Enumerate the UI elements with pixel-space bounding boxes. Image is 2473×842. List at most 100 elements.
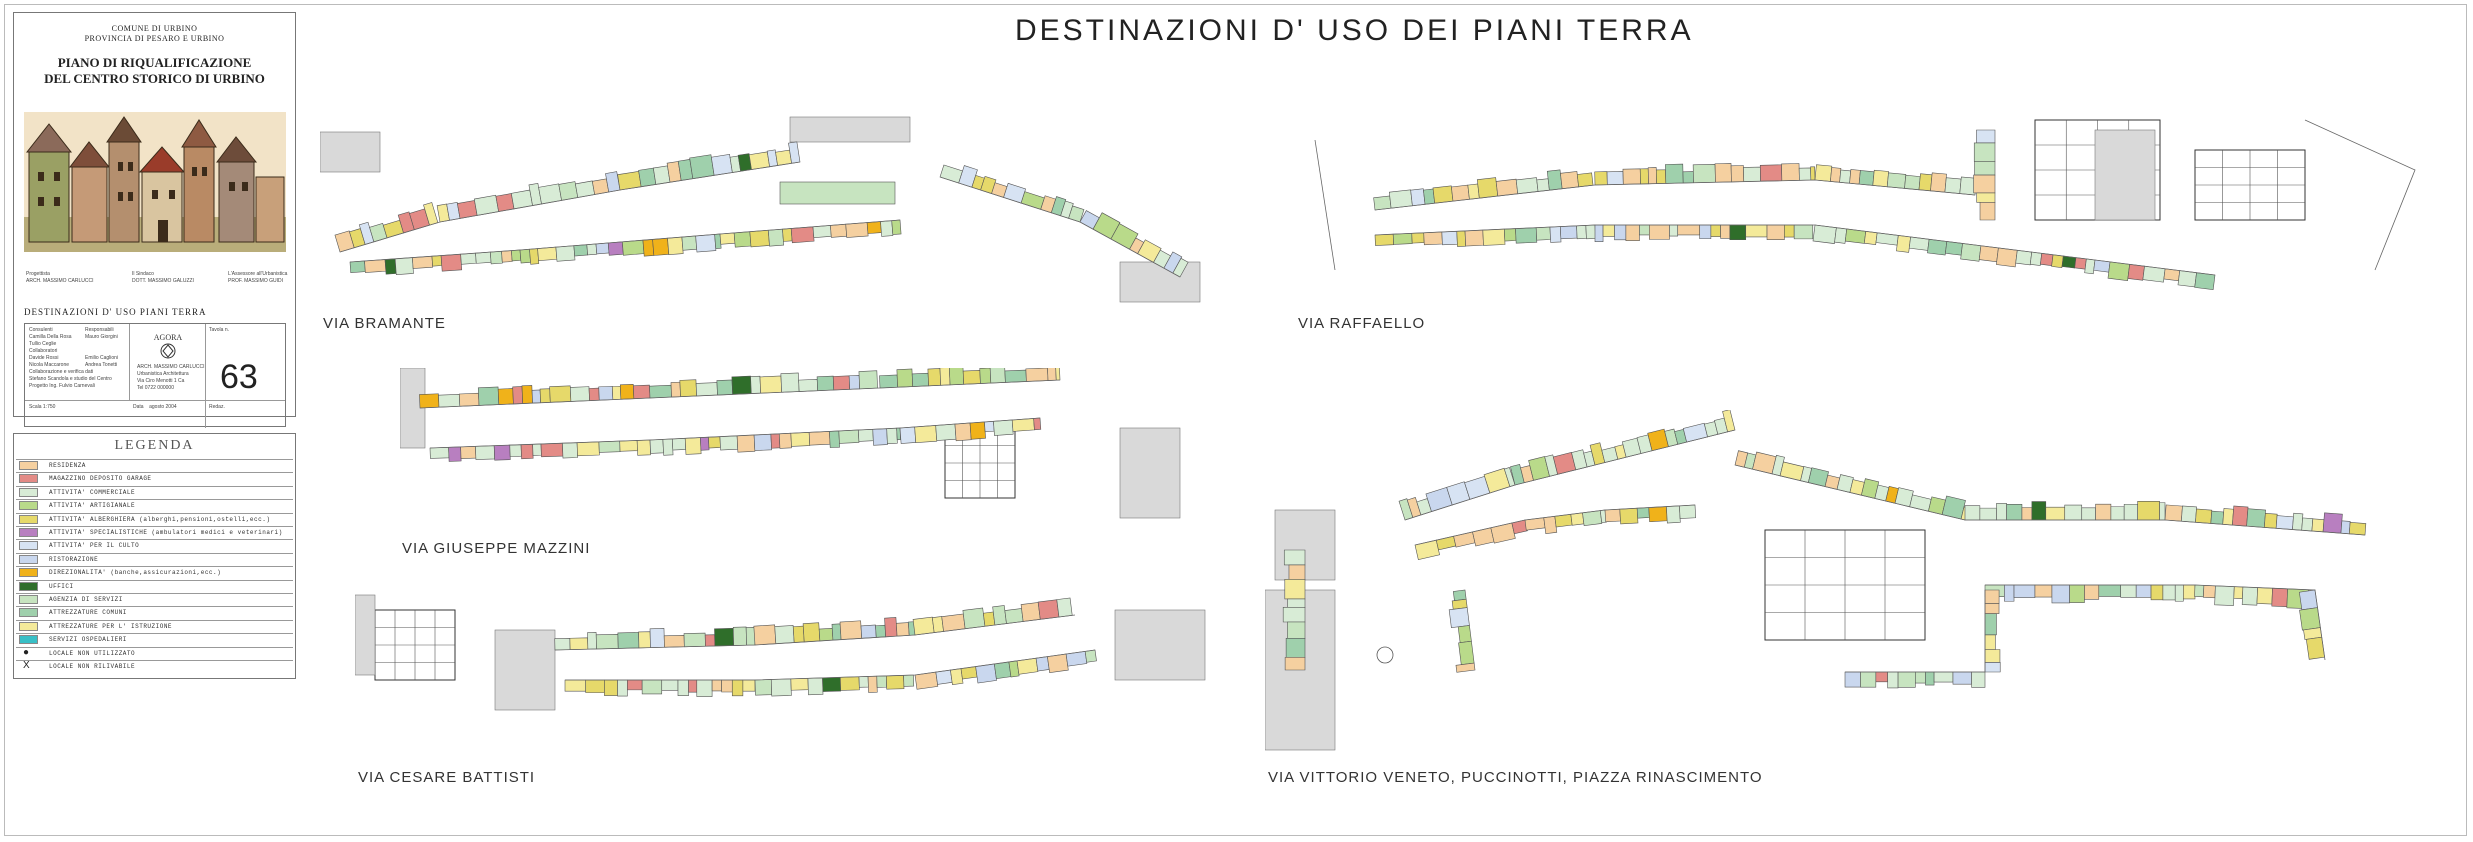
legend-label: DIREZIONALITA' (banche,assicurazioni,ecc… bbox=[49, 569, 222, 577]
building-block bbox=[1047, 653, 1069, 674]
building-block bbox=[884, 617, 898, 638]
comune-label: COMUNE DI URBINO bbox=[111, 24, 198, 33]
building-block bbox=[695, 234, 717, 253]
building-block bbox=[1411, 232, 1425, 244]
section-title: DESTINAZIONI D' USO PIANI TERRA bbox=[24, 307, 207, 317]
building-block bbox=[1930, 172, 1947, 193]
building-block bbox=[1287, 621, 1306, 639]
building-block bbox=[2015, 249, 2033, 266]
legend-swatch bbox=[19, 581, 38, 591]
building-block bbox=[790, 678, 809, 691]
building-block bbox=[914, 425, 938, 443]
legend-swatch bbox=[19, 554, 38, 564]
building-block bbox=[1373, 195, 1392, 211]
building-block bbox=[750, 375, 761, 394]
building-block bbox=[989, 368, 1006, 384]
building-block bbox=[935, 669, 953, 685]
building-block bbox=[1984, 634, 1996, 650]
legend-label: ATTREZZATURE COMUNI bbox=[49, 609, 127, 617]
building-block bbox=[1849, 169, 1861, 185]
legend-label: RESIDENZA bbox=[49, 462, 86, 469]
building-block bbox=[562, 442, 578, 459]
building-block bbox=[512, 386, 524, 405]
legend-label: ATTIVITA' COMMERCIALE bbox=[49, 488, 136, 496]
building-block bbox=[719, 232, 736, 245]
building-block bbox=[1978, 245, 1999, 263]
street-edge bbox=[339, 161, 801, 253]
building-block bbox=[2194, 584, 2205, 598]
provincia-label: PROVINCIA DI PESARO E URBINO bbox=[84, 34, 225, 43]
building-block bbox=[2045, 506, 2066, 521]
building-block bbox=[2241, 586, 2258, 606]
building-block bbox=[2299, 589, 2318, 611]
building-block bbox=[1033, 417, 1042, 431]
street-edge bbox=[1314, 139, 1336, 271]
legend-label: ATTIVITA' PER IL CULTO bbox=[49, 542, 140, 550]
label-via-mazzini: VIA GIUSEPPE MAZZINI bbox=[402, 540, 591, 557]
building-block bbox=[891, 219, 902, 235]
building-block bbox=[2263, 512, 2278, 529]
building-block bbox=[1602, 224, 1615, 237]
building-block bbox=[838, 429, 860, 444]
building-block bbox=[448, 446, 462, 462]
building-block bbox=[969, 421, 986, 440]
building-block bbox=[2084, 258, 2096, 275]
building-block bbox=[1984, 603, 2000, 614]
building-block bbox=[1973, 174, 1996, 194]
legend-symbol: X bbox=[23, 660, 30, 671]
building-block bbox=[1647, 167, 1657, 185]
legend-item: DIREZIONALITA' (banche,assicurazioni,ecc… bbox=[16, 566, 293, 578]
building-block bbox=[554, 638, 571, 651]
building-block bbox=[732, 626, 747, 646]
building-block bbox=[696, 679, 713, 697]
building-block bbox=[993, 419, 1014, 436]
building-block bbox=[662, 438, 674, 456]
building-block bbox=[595, 633, 619, 650]
building-block bbox=[1619, 507, 1639, 525]
building-block bbox=[2034, 584, 2053, 598]
context-building bbox=[320, 131, 381, 173]
building-block bbox=[364, 259, 387, 273]
street-edge bbox=[349, 219, 901, 263]
building-block bbox=[1472, 527, 1495, 547]
building-block bbox=[1682, 171, 1694, 184]
map-via-battisti bbox=[355, 590, 1210, 740]
building-block bbox=[429, 447, 450, 459]
building-block bbox=[1432, 185, 1454, 204]
building-block bbox=[1476, 177, 1499, 199]
building-block bbox=[1560, 171, 1579, 190]
building-block bbox=[2084, 584, 2100, 600]
building-block bbox=[663, 635, 685, 648]
building-block bbox=[501, 250, 513, 263]
building-block bbox=[537, 246, 558, 262]
building-block bbox=[1745, 224, 1768, 238]
label-via-battisti: VIA CESARE BATTISTI bbox=[358, 769, 536, 786]
building-block bbox=[1423, 188, 1436, 205]
legend-item: ATTIVITA' PER IL CULTO bbox=[16, 539, 293, 551]
building-block bbox=[619, 440, 638, 452]
building-block bbox=[573, 244, 588, 257]
building-block bbox=[684, 437, 702, 455]
historic-woodcut-image bbox=[24, 112, 286, 252]
legend-label: SERVIZI OSPEDALIERI bbox=[49, 636, 127, 644]
building-block bbox=[493, 444, 511, 461]
building-block bbox=[681, 235, 698, 251]
building-block bbox=[1710, 224, 1721, 237]
building-block bbox=[1996, 247, 2018, 268]
fountain-symbol bbox=[1376, 646, 1394, 664]
building-block bbox=[1909, 494, 1932, 512]
building-block bbox=[509, 444, 522, 457]
building-block bbox=[2299, 607, 2321, 631]
building-block bbox=[1457, 625, 1472, 643]
building-block bbox=[775, 149, 792, 166]
building-block bbox=[564, 679, 587, 692]
building-block bbox=[1904, 174, 1921, 191]
building-block bbox=[490, 250, 503, 265]
building-block bbox=[1844, 671, 1861, 688]
building-block bbox=[808, 431, 831, 446]
label-via-vittorio-veneto: VIA VITTORIO VENETO, PUCCINOTTI, PIAZZA … bbox=[1268, 769, 1763, 786]
building-block bbox=[539, 388, 551, 404]
legend-swatch bbox=[19, 514, 38, 524]
